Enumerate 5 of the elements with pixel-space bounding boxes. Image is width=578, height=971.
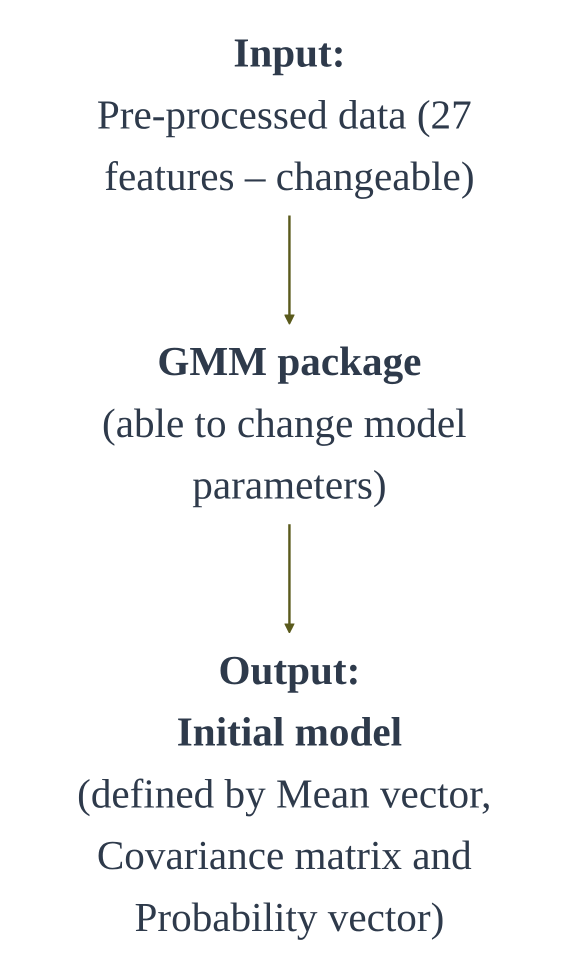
arrow xyxy=(284,524,294,634)
node-text: Input: Pre-processed data (27 features – changeable) xyxy=(96,30,474,200)
node-text: Output: Initial model (defined by Mean vector, Covariance matrix and Probability vector) xyxy=(76,648,492,940)
arrow xyxy=(284,214,294,324)
node-text: GMM package (able to change model parameters) xyxy=(102,340,466,508)
